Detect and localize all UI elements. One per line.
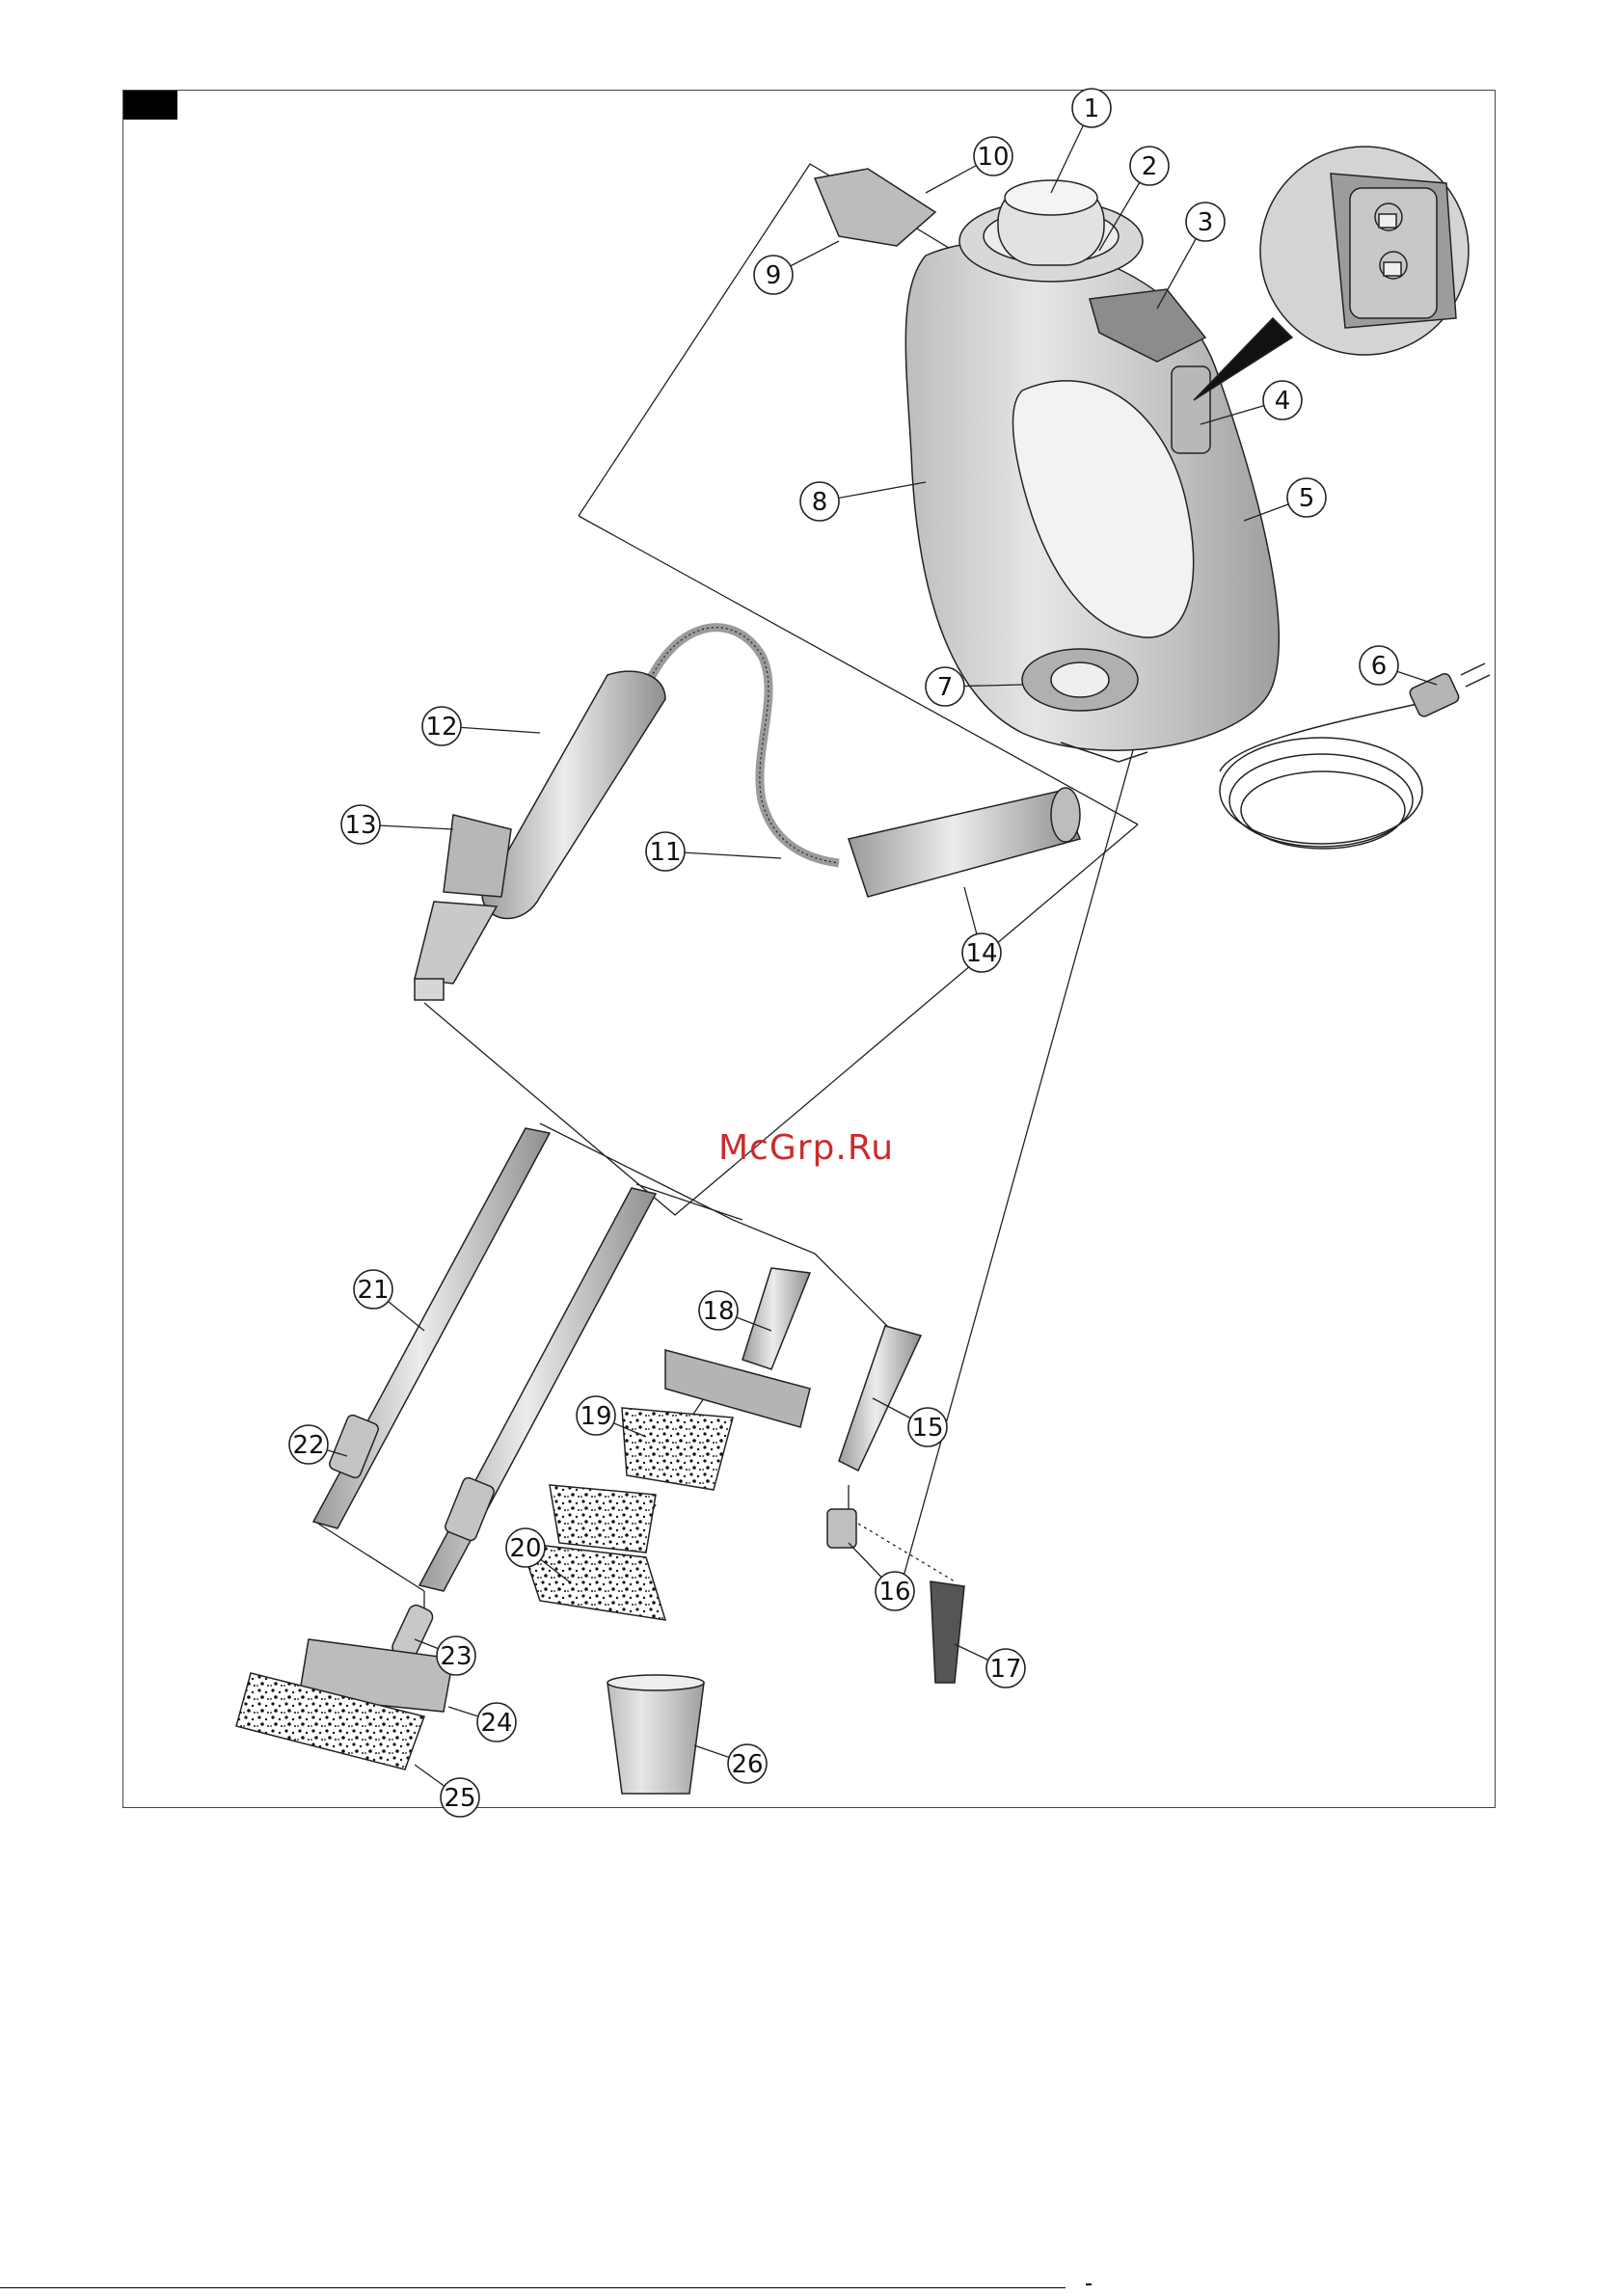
water-jug — [607, 1675, 704, 1794]
callout-21: 21 — [354, 1270, 424, 1331]
callout-label-17: 17 — [989, 1655, 1021, 1684]
callout-label-2: 2 — [1142, 152, 1158, 181]
footer-mark — [1086, 2283, 1092, 2285]
callout-label-20: 20 — [509, 1534, 541, 1563]
callout-label-3: 3 — [1198, 208, 1214, 237]
callout-label-15: 15 — [911, 1414, 943, 1443]
callout-6: 6 — [1360, 646, 1437, 685]
callout-9: 9 — [754, 241, 839, 294]
callout-label-9: 9 — [766, 261, 782, 290]
callout-label-14: 14 — [965, 939, 997, 968]
callout-16: 16 — [849, 1543, 914, 1610]
footer-rule — [0, 2287, 1066, 2288]
hand-nozzle — [521, 1268, 964, 1683]
callout-label-19: 19 — [580, 1402, 611, 1431]
callout-13: 13 — [341, 805, 453, 844]
callout-label-11: 11 — [649, 838, 681, 867]
callout-12: 12 — [422, 707, 540, 745]
callout-label-12: 12 — [425, 713, 457, 742]
callout-11: 11 — [646, 832, 781, 871]
callout-26: 26 — [694, 1744, 767, 1783]
callout-label-16: 16 — [878, 1578, 910, 1607]
callout-10: 10 — [926, 137, 1012, 193]
callout-label-24: 24 — [480, 1709, 512, 1738]
callout-label-7: 7 — [937, 673, 954, 702]
watermark: McGrp.Ru — [718, 1128, 894, 1168]
callout-label-6: 6 — [1371, 652, 1388, 681]
callout-label-25: 25 — [444, 1784, 475, 1813]
callout-label-5: 5 — [1299, 484, 1315, 513]
callout-label-4: 4 — [1275, 387, 1291, 416]
callout-8: 8 — [800, 482, 926, 521]
main-unit — [815, 169, 1279, 762]
callout-17: 17 — [955, 1644, 1025, 1688]
callout-label-10: 10 — [977, 143, 1009, 172]
callout-label-21: 21 — [357, 1276, 389, 1305]
floor-nozzle — [236, 1603, 453, 1769]
callout-label-13: 13 — [344, 811, 376, 840]
callout-24: 24 — [448, 1703, 516, 1742]
callout-25: 25 — [415, 1765, 479, 1817]
callout-label-22: 22 — [292, 1431, 324, 1460]
callout-1: 1 — [1051, 89, 1111, 193]
callout-label-8: 8 — [812, 488, 828, 517]
callout-label-23: 23 — [440, 1642, 472, 1671]
callout-label-18: 18 — [702, 1297, 734, 1326]
callout-label-1: 1 — [1084, 95, 1100, 123]
callout-14: 14 — [962, 887, 1001, 972]
callout-label-26: 26 — [731, 1750, 763, 1779]
zoom-detail — [1194, 147, 1469, 400]
